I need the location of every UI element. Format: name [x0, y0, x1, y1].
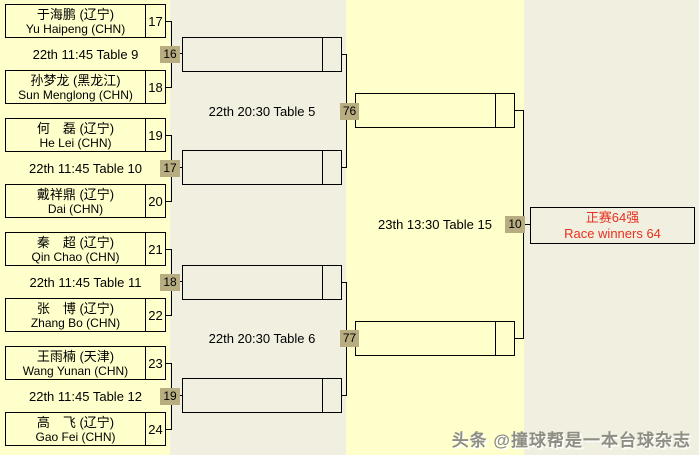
- player-name-en: Zhang Bo (CHN): [30, 316, 121, 330]
- player-seed: 17: [148, 13, 163, 29]
- match-number-badge: 18: [160, 274, 180, 291]
- player-name-cn: 戴祥鼎 (辽宁): [36, 187, 115, 202]
- player-name: 张 博 (辽宁) Zhang Bo (CHN): [6, 299, 146, 331]
- player-seed: 21: [148, 241, 163, 257]
- match-schedule: 22th 11:45 Table 9: [32, 47, 139, 62]
- match-number-badge: 77: [340, 330, 359, 347]
- background-column-final: [524, 0, 699, 455]
- player-box: 孙梦龙 (黑龙江) Sun Menglong (CHN) 18: [5, 70, 166, 104]
- player-box: 秦 超 (辽宁) Qin Chao (CHN) 21: [5, 232, 166, 266]
- match-number-badge: 16: [160, 46, 180, 63]
- round2-match-box: [182, 150, 342, 185]
- qualification-title-en: Race winners 64: [564, 225, 661, 241]
- score-slot: [496, 94, 514, 127]
- qualification-title-cn: 正赛64强: [585, 209, 640, 225]
- round2-match-box: [182, 37, 342, 72]
- player-name-cn: 秦 超 (辽宁): [36, 235, 115, 250]
- round3-match-box: [355, 321, 515, 356]
- round2-match-box: [182, 378, 342, 413]
- player-seed: 22: [148, 307, 163, 323]
- match-schedule: 23th 13:30 Table 15: [378, 217, 492, 232]
- player-name-en: Wang Yunan (CHN): [22, 364, 129, 378]
- player-box: 高 飞 (辽宁) Gao Fei (CHN) 24: [5, 412, 166, 446]
- player-box: 何 磊 (辽宁) He Lei (CHN) 19: [5, 118, 166, 152]
- match-schedule: 22th 11:45 Table 12: [28, 389, 142, 404]
- player-box: 于海鹏 (辽宁) Yu Haipeng (CHN) 17: [5, 4, 166, 38]
- match-number-badge: 19: [160, 388, 180, 405]
- match-schedule: 22th 11:45 Table 10: [28, 161, 142, 176]
- bracket-stub: [524, 224, 531, 225]
- player-name-cn: 于海鹏 (辽宁): [36, 7, 115, 22]
- player-seed: 20: [148, 193, 163, 209]
- player-box: 戴祥鼎 (辽宁) Dai (CHN) 20: [5, 184, 166, 218]
- background-column-round2: [170, 0, 346, 455]
- round1-pair-1: 于海鹏 (辽宁) Yu Haipeng (CHN) 17 22th 11:45 …: [0, 4, 360, 105]
- player-seed: 19: [148, 127, 163, 143]
- player-name: 于海鹏 (辽宁) Yu Haipeng (CHN): [6, 5, 146, 37]
- player-seed: 23: [148, 355, 163, 371]
- round2-match-box: [182, 265, 342, 300]
- player-seed: 18: [148, 79, 163, 95]
- score-slot: [323, 151, 341, 184]
- player-box: 张 博 (辽宁) Zhang Bo (CHN) 22: [5, 298, 166, 332]
- player-seed: 24: [148, 421, 163, 437]
- player-name-cn: 高 飞 (辽宁): [36, 415, 115, 430]
- player-name: 高 飞 (辽宁) Gao Fei (CHN): [6, 413, 146, 445]
- player-name-en: Gao Fei (CHN): [35, 430, 116, 444]
- qualification-box: 正赛64强 Race winners 64: [530, 207, 695, 244]
- round1-pair-4: 王雨楠 (天津) Wang Yunan (CHN) 23 22th 11:45 …: [0, 346, 360, 447]
- winner-slot: [356, 322, 496, 355]
- round3-match-box: [355, 93, 515, 128]
- winner-slot: [183, 379, 323, 412]
- round1-pair-2: 何 磊 (辽宁) He Lei (CHN) 19 22th 11:45 Tabl…: [0, 118, 360, 219]
- player-box: 王雨楠 (天津) Wang Yunan (CHN) 23: [5, 346, 166, 380]
- winner-slot: [183, 38, 323, 71]
- player-name-cn: 何 磊 (辽宁): [36, 121, 115, 136]
- match-schedule: 22th 11:45 Table 11: [29, 275, 142, 290]
- match-number-badge: 10: [505, 216, 525, 233]
- player-name: 戴祥鼎 (辽宁) Dai (CHN): [6, 185, 146, 217]
- score-slot: [323, 38, 341, 71]
- player-name: 秦 超 (辽宁) Qin Chao (CHN): [6, 233, 146, 265]
- player-name-en: Qin Chao (CHN): [31, 250, 120, 264]
- player-name: 孙梦龙 (黑龙江) Sun Menglong (CHN): [6, 71, 146, 103]
- player-name-en: Dai (CHN): [47, 202, 104, 216]
- match-number-badge: 17: [160, 160, 180, 177]
- player-name-en: Sun Menglong (CHN): [18, 88, 133, 102]
- match-schedule: 22th 20:30 Table 5: [208, 104, 316, 119]
- match-schedule: 22th 20:30 Table 6: [208, 331, 316, 346]
- score-slot: [323, 379, 341, 412]
- player-name-cn: 孙梦龙 (黑龙江): [30, 73, 121, 88]
- player-name-en: Yu Haipeng (CHN): [25, 22, 126, 36]
- player-name: 何 磊 (辽宁) He Lei (CHN): [6, 119, 146, 151]
- player-name-cn: 张 博 (辽宁): [36, 301, 115, 316]
- toutiao-watermark: 头条 @撞球帮是一本台球杂志: [451, 431, 691, 450]
- player-name-en: He Lei (CHN): [39, 136, 112, 150]
- score-slot: [323, 266, 341, 299]
- match-number-badge: 76: [340, 103, 359, 120]
- winner-slot: [183, 266, 323, 299]
- winner-slot: [183, 151, 323, 184]
- score-slot: [496, 322, 514, 355]
- player-name-cn: 王雨楠 (天津): [36, 349, 115, 364]
- winner-slot: [356, 94, 496, 127]
- round1-pair-3: 秦 超 (辽宁) Qin Chao (CHN) 21 22th 11:45 Ta…: [0, 232, 360, 333]
- player-name: 王雨楠 (天津) Wang Yunan (CHN): [6, 347, 146, 379]
